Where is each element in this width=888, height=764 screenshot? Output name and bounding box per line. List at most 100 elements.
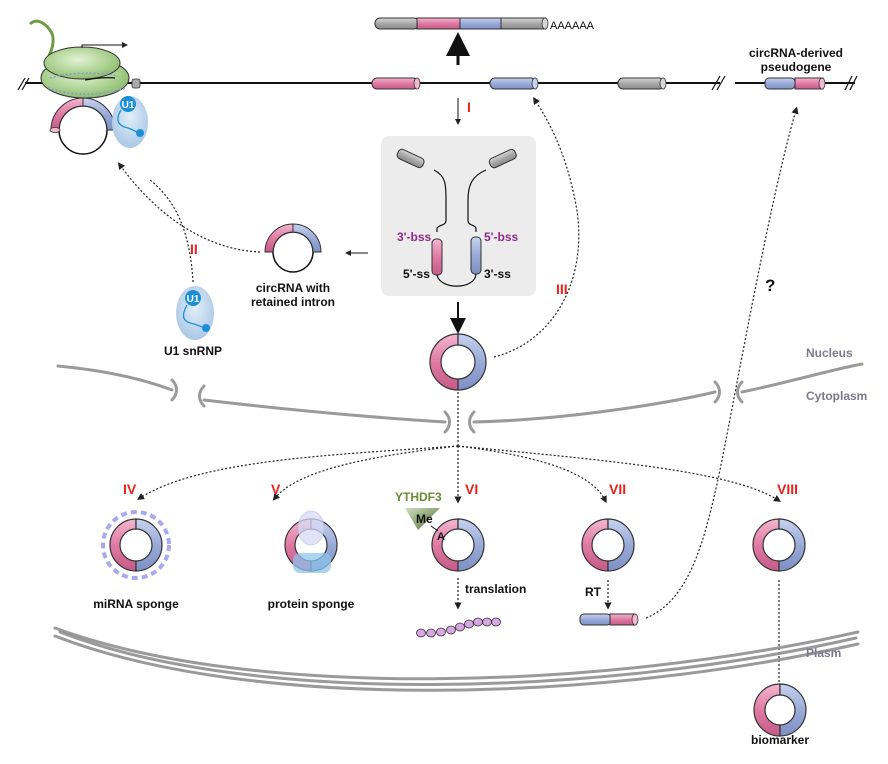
reverse-transcription-pathway: RT — [579, 518, 639, 626]
pseudogene-label-line2: pseudogene — [761, 60, 832, 74]
protein-sponge: protein sponge — [268, 510, 355, 611]
nucleus-label: Nucleus — [806, 346, 853, 360]
back-splicing-panel: 3'-bss 5'-bss 5'-ss 3'-ss — [381, 136, 536, 296]
amino-acid-bead — [482, 617, 492, 627]
pathway-iv-label: IV — [123, 481, 137, 497]
amino-acid-bead — [473, 617, 483, 627]
exon-pink-half — [753, 683, 781, 737]
label-5-ss: 5'-ss — [403, 267, 430, 281]
rna-polymerase-ii — [28, 19, 141, 99]
exon-blue-half — [607, 518, 635, 572]
u1-snrnp-free: U1 U1 snRNP — [164, 286, 222, 358]
eicirna-label-line1: circRNA with — [256, 281, 330, 295]
pseudogene-label-line1: circRNA-derived — [749, 46, 843, 60]
amino-acid-bead — [426, 628, 436, 638]
circrna-derived-pseudogene: circRNA-derived pseudogene — [749, 46, 843, 90]
peptide-chain — [416, 617, 501, 638]
exon-blue-half — [457, 518, 485, 572]
mirna-sponge-label: miRNA sponge — [93, 597, 179, 611]
panel-background — [381, 136, 536, 296]
mirna-sponge: miRNA sponge — [93, 510, 179, 611]
amino-acid-bead — [491, 617, 501, 627]
label-3-bss: 3'-bss — [397, 230, 432, 244]
pathway-iii-path — [493, 96, 580, 358]
exon-blue-half — [135, 518, 163, 572]
pathway-viii-path — [457, 445, 782, 502]
pathway-vii-path — [457, 445, 607, 504]
pathway-iii-label: III — [556, 281, 568, 297]
amino-acid-bead — [464, 619, 474, 629]
break-mark-middle — [711, 75, 726, 91]
pathway-vii-label: VII — [609, 481, 626, 497]
cytoplasm-label: Cytoplasm — [806, 389, 867, 403]
nuclear-envelope: Nucleus Cytoplasm — [56, 346, 867, 434]
exon-pink-half — [752, 518, 780, 572]
circrna-viii — [752, 518, 806, 572]
u1-badge — [120, 96, 136, 112]
u1-badge-text: U1 — [122, 100, 135, 111]
u1-snrnp-bound: U1 — [112, 96, 148, 148]
pathway-v-label: V — [271, 481, 281, 497]
ythdf3-label: YTHDF3 — [395, 490, 442, 504]
unknown-mechanism-label: ? — [765, 276, 775, 295]
amino-acid-bead — [436, 627, 446, 637]
exon-pink-half — [431, 518, 459, 572]
exon-gray — [617, 77, 665, 90]
eicirna-label-line2: retained intron — [251, 295, 335, 309]
biomarker-pathway: biomarker — [751, 518, 809, 747]
exon-pink-half — [581, 518, 609, 572]
cdna-product — [579, 613, 639, 626]
ctd-tail — [28, 19, 55, 59]
exon-blue-half — [779, 683, 807, 737]
circrna-vii — [581, 518, 635, 572]
u1-free-badge-text: U1 — [187, 294, 200, 305]
circrna-biomarker — [753, 683, 807, 737]
rbp-top — [297, 510, 325, 546]
methyl-label: Me — [416, 512, 433, 526]
genomic-dna: circRNA-derived pseudogene — [17, 46, 858, 91]
break-mark-right — [844, 75, 858, 91]
circrna-with-retained-intron: circRNA with retained intron — [251, 223, 335, 309]
pathway-ii-label: II — [190, 241, 198, 257]
pathway-ii-path-u1 — [149, 179, 194, 283]
u1-snrnp-label: U1 snRNP — [164, 344, 222, 358]
exon-pink — [371, 77, 419, 90]
rt-label: RT — [585, 585, 602, 599]
amino-acid-bead — [455, 622, 465, 632]
exon-blue-half — [778, 518, 806, 572]
amino-acid-bead — [416, 628, 426, 638]
protein-sponge-label: protein sponge — [268, 597, 355, 611]
ythdf3-protein — [405, 508, 440, 530]
translation-pathway: YTHDF3 Me A translation — [395, 490, 526, 638]
tss-arrow — [81, 42, 128, 48]
mirna-halo — [101, 510, 171, 580]
plasm-label: Plasm — [806, 646, 841, 660]
polya-tail: AAAAAA — [550, 20, 595, 32]
adenosine-label: A — [437, 531, 445, 543]
exon-pink-half — [429, 333, 459, 391]
linear-mrna: AAAAAA — [374, 17, 595, 32]
pathway-viii-label: VIII — [777, 481, 798, 497]
plasma-membrane: Plasm — [53, 626, 860, 692]
pathway-iv-path — [136, 445, 459, 500]
exon-pink-half — [109, 518, 137, 572]
translation-label: translation — [465, 582, 526, 596]
retrotransposition-path — [645, 106, 799, 619]
exon-blue-half — [457, 333, 487, 391]
pathway-v-path — [272, 445, 459, 501]
rbp-bottom — [293, 553, 331, 573]
amino-acid-bead — [446, 625, 456, 635]
circrna-vi — [431, 518, 485, 572]
biomarker-label: biomarker — [751, 733, 809, 747]
eicirna-at-polymerase — [49, 97, 116, 155]
break-mark-left — [17, 77, 30, 91]
pathway-ii-path-eicirna — [117, 162, 261, 253]
pathway-i-label: I — [467, 99, 471, 115]
circrna-iv — [109, 518, 163, 572]
pathway-vi-label: VI — [465, 481, 478, 497]
label-5-bss: 5'-bss — [484, 230, 519, 244]
exon-blue — [489, 77, 537, 90]
label-3-ss: 3'-ss — [484, 267, 511, 281]
ecircrna-nuclear — [429, 333, 487, 391]
